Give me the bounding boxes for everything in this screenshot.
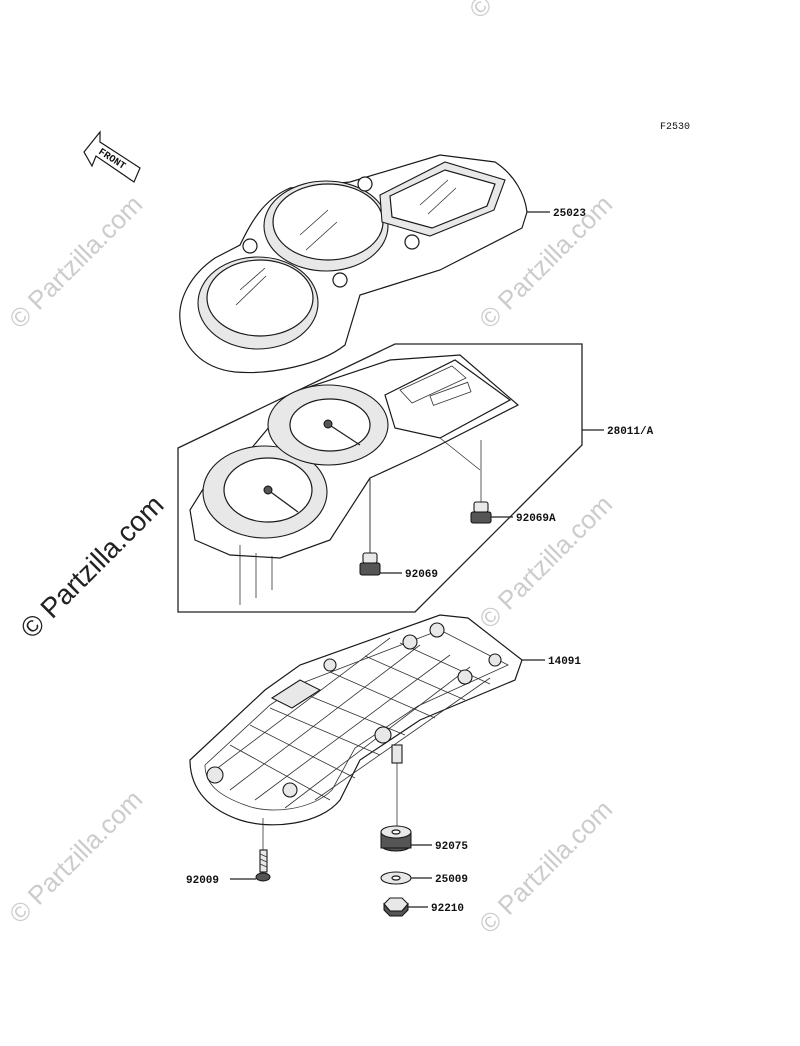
- callout-92069a: 92069A: [491, 513, 556, 525]
- part-number: 92069A: [516, 513, 556, 525]
- part-number: 92210: [431, 903, 464, 915]
- callout-92009: 92009: [186, 875, 256, 887]
- meter-assy-frame: [177, 343, 583, 613]
- part-number: 28011/A: [607, 426, 654, 438]
- nut-m6-icon: [383, 897, 409, 917]
- stud-icon: [391, 744, 403, 764]
- callout-92075: 92075: [411, 841, 468, 853]
- watermark: © Partzilla.com: [473, 794, 618, 939]
- washer-icon: [380, 871, 412, 885]
- damper-icon: [380, 825, 412, 852]
- part-number: 25023: [553, 208, 586, 220]
- watermark: © Partzilla.com: [463, 0, 608, 24]
- part-number: 92069: [405, 569, 438, 581]
- callout-25009: 25009: [411, 874, 468, 886]
- part-number: 92075: [435, 841, 468, 853]
- watermark: © Partzilla.com: [3, 784, 148, 929]
- part-number: 92009: [186, 875, 219, 887]
- front-arrow-icon: FRONT: [83, 130, 141, 183]
- nut-92069a-icon: [470, 440, 492, 524]
- meter-cover: [179, 154, 528, 374]
- callout-92069: 92069: [380, 569, 438, 581]
- part-number: 14091: [548, 656, 581, 668]
- nut-92069-icon: [359, 478, 381, 576]
- callout-92210: 92210: [408, 903, 464, 915]
- watermark-main: © Partzilla.com: [14, 489, 169, 644]
- screw-icon: [255, 818, 271, 882]
- callout-25023: 25023: [527, 208, 586, 220]
- part-number: 25009: [435, 874, 468, 886]
- callout-28011-a: 28011/A: [582, 426, 654, 438]
- meter-case: [189, 614, 523, 826]
- watermark: © Partzilla.com: [3, 189, 148, 334]
- watermark: © Partzilla.com: [473, 489, 618, 634]
- diagram-ref: F2530: [660, 122, 690, 133]
- meter-assy: [189, 354, 520, 605]
- callout-14091: 14091: [522, 656, 581, 668]
